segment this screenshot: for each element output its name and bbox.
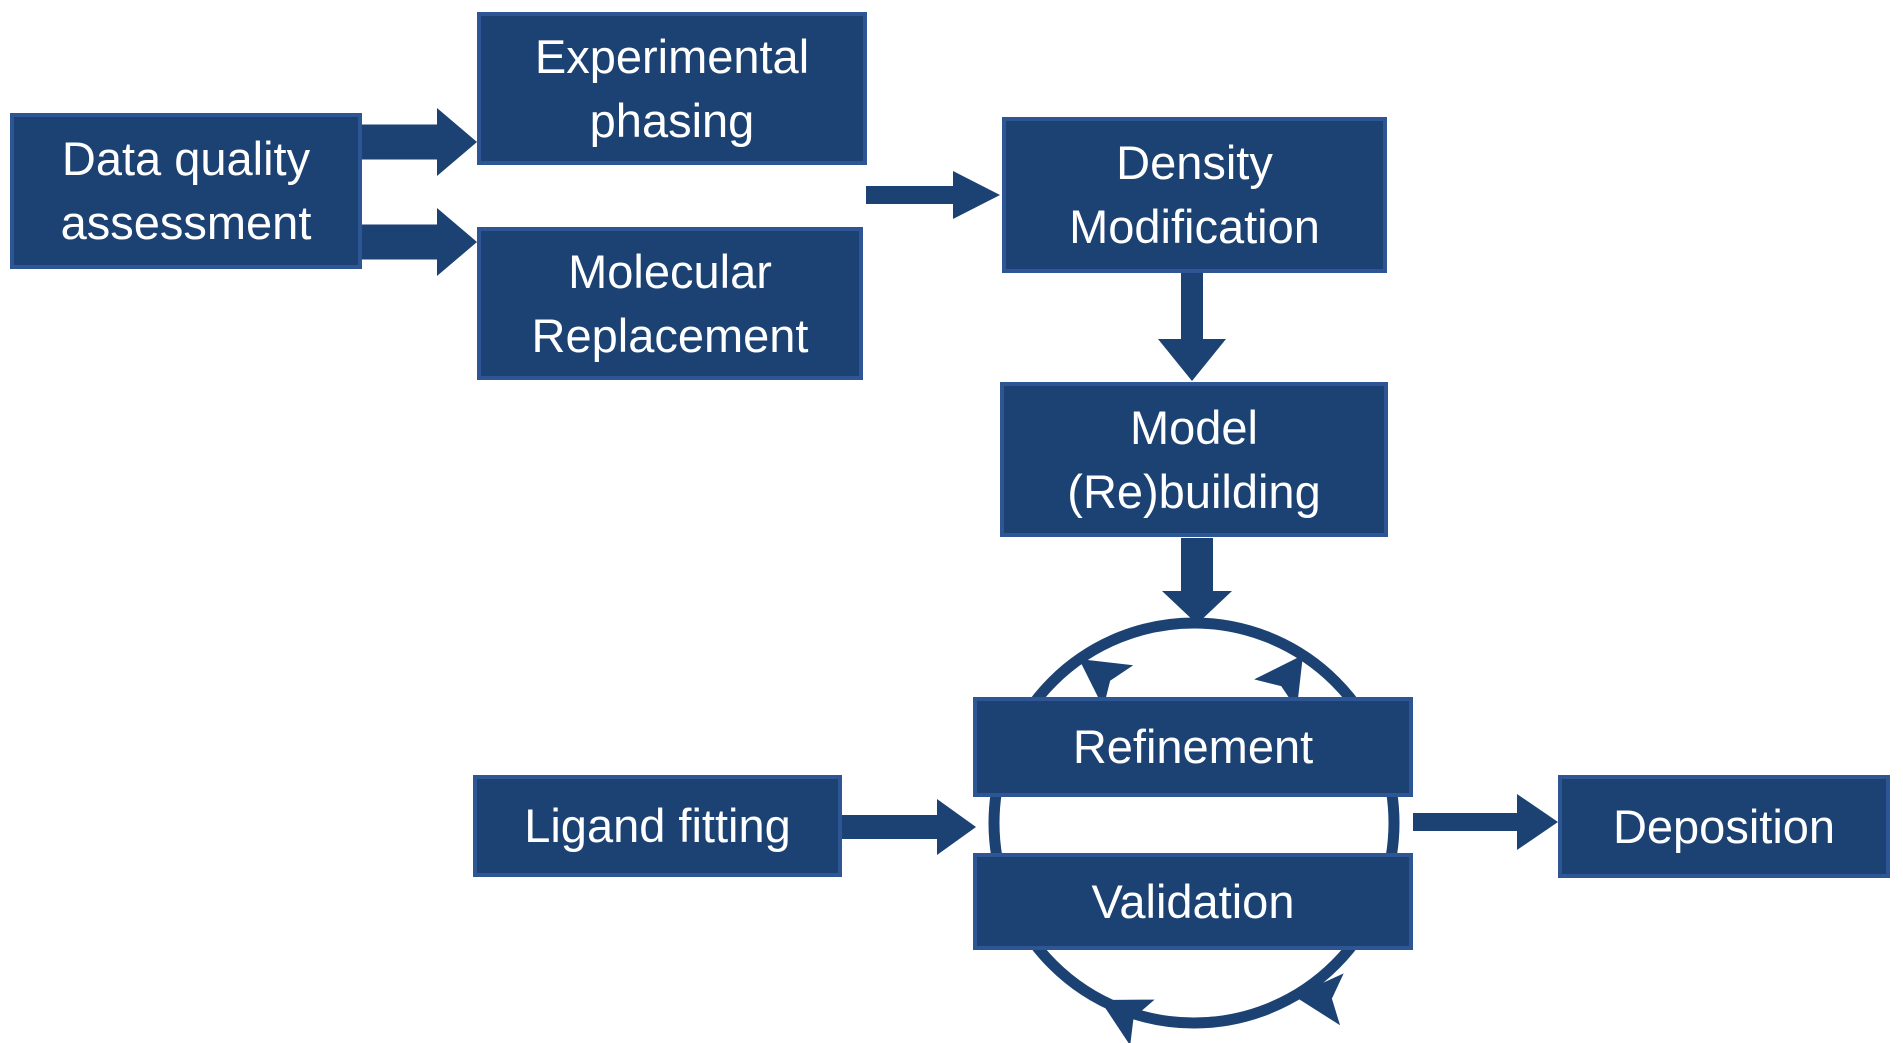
- node-molecular-replacement: Molecular Replacement: [477, 227, 863, 380]
- arrow-ligand-to-cycle-icon: [842, 799, 976, 855]
- arrow-dqa-to-molecular-icon: [362, 208, 477, 276]
- node-experimental-phasing: Experimental phasing: [477, 12, 867, 165]
- node-deposition: Deposition: [1558, 775, 1890, 878]
- node-model-rebuilding: Model (Re)building: [1000, 382, 1388, 537]
- node-label-line: phasing: [589, 93, 755, 147]
- arrow-model-to-cycle-icon: [1162, 538, 1232, 624]
- cycle-arrowhead-bottom-right-icon: [1294, 973, 1344, 1026]
- node-refinement: Refinement: [973, 697, 1413, 797]
- node-label-line: (Re)building: [1067, 464, 1321, 518]
- arrow-cycle-to-deposition-icon: [1413, 794, 1558, 850]
- node-label-line: Ligand fitting: [524, 799, 791, 852]
- arrow-density-to-model-icon: [1158, 273, 1226, 381]
- node-label-line: Replacement: [531, 308, 809, 362]
- node-label-line: Validation: [1091, 874, 1295, 928]
- node-label-line: Data quality: [61, 132, 311, 185]
- node-label-line: Molecular: [568, 244, 772, 298]
- cycle-arrowhead-top-right-icon: [1254, 655, 1303, 710]
- node-label-line: Deposition: [1612, 799, 1836, 853]
- cycle-arrowhead-top-left-icon: [1079, 659, 1134, 708]
- node-label-line: Model: [1129, 400, 1258, 454]
- node-data-quality-assessment: Data quality assessment: [10, 113, 362, 269]
- node-ligand-fitting: Ligand fitting: [473, 775, 842, 877]
- arrow-dqa-to-experimental-icon: [362, 108, 477, 176]
- arrow-phasing-to-density-icon: [866, 171, 1000, 219]
- cycle-arrowhead-bottom-left-icon: [1100, 999, 1155, 1043]
- node-label-line: Density: [1116, 136, 1273, 189]
- node-density-modification: Density Modification: [1002, 117, 1387, 273]
- node-validation: Validation: [973, 853, 1413, 950]
- cycle-circle: [988, 617, 1400, 1029]
- node-label-line: assessment: [60, 196, 312, 249]
- node-label-line: Refinement: [1072, 720, 1314, 773]
- node-label-line: Experimental: [534, 29, 810, 83]
- node-label-line: Modification: [1069, 200, 1320, 253]
